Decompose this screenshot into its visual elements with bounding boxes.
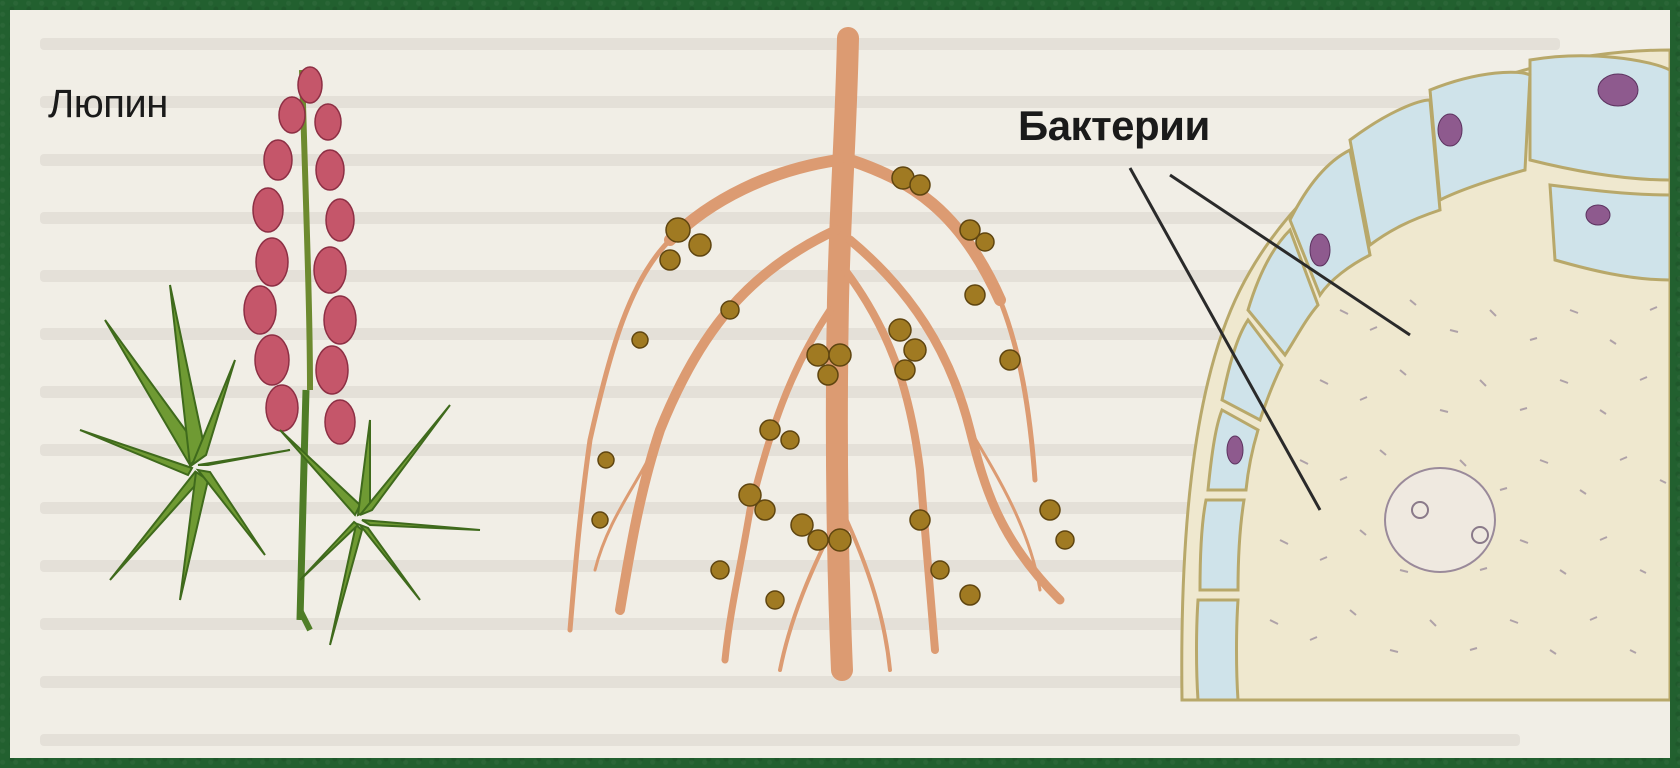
root-nodules-icon (570, 38, 1074, 670)
nodule-section-icon (1182, 50, 1670, 700)
lupin-plant-icon (80, 67, 480, 645)
lupin-label: Люпин (48, 82, 168, 127)
bacteria-label: Бактерии (1018, 102, 1210, 150)
page-paper: Люпин Бактерии (10, 10, 1670, 758)
illustration-canvas (10, 10, 1670, 758)
